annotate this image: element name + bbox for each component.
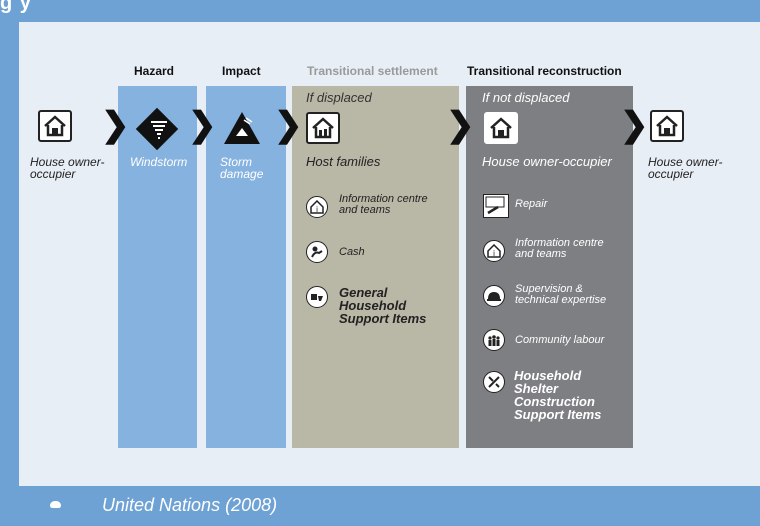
chevron-right-icon: ❯	[274, 106, 303, 144]
tools-icon	[483, 371, 505, 393]
impact-label: Storm damage	[220, 155, 264, 181]
host-family-house-icon	[306, 112, 340, 144]
household-items-icon	[306, 286, 328, 308]
chevron-right-icon: ❯	[101, 106, 130, 144]
reconstruction-item-repair: Repair	[515, 198, 548, 210]
svg-text:i: i	[493, 249, 495, 258]
house-icon	[484, 112, 518, 144]
top-banner: g y	[0, 0, 760, 22]
reconstruction-item-information: Information centre and teams	[515, 237, 604, 260]
information-icon: i	[483, 240, 505, 262]
header-hazard: Hazard	[134, 64, 175, 78]
banner-title-fragment: g y	[0, 0, 32, 14]
house-icon	[650, 110, 684, 142]
chevron-right-icon: ❯	[446, 106, 475, 144]
hazard-label: Windstorm	[130, 155, 188, 169]
end-house-label: House owner-occupier	[648, 155, 723, 181]
information-icon: i	[306, 196, 328, 218]
header-impact: Impact	[222, 64, 261, 78]
reconstruction-subtitle: If not displaced	[482, 90, 570, 105]
svg-text:i: i	[316, 205, 318, 214]
cash-icon	[306, 241, 328, 263]
reconstruction-item-community: Community labour	[515, 334, 605, 346]
impact-column	[206, 86, 286, 448]
cloud-icon	[50, 501, 61, 508]
chevron-right-icon: ❯	[188, 106, 217, 144]
reconstruction-house-label: House owner-occupier	[482, 154, 612, 169]
settlement-house-label: Host families	[306, 154, 381, 169]
header-transitional-settlement: Transitional settlement	[307, 64, 438, 78]
settlement-column	[292, 86, 459, 448]
settlement-item-cash: Cash	[339, 246, 365, 258]
repair-icon	[483, 194, 509, 218]
hardhat-icon	[483, 285, 505, 307]
header-transitional-reconstruction: Transitional reconstruction	[467, 64, 622, 78]
chevron-right-icon: ❯	[620, 106, 649, 144]
community-icon	[483, 329, 505, 351]
source-footer: United Nations (2008)	[0, 486, 760, 526]
settlement-item-household: General Household Support Items	[339, 285, 427, 326]
tornado-icon	[151, 121, 167, 139]
settlement-item-information: Information centre and teams	[339, 193, 428, 216]
settlement-subtitle: If displaced	[306, 90, 372, 105]
house-icon	[38, 110, 72, 142]
source-citation: United Nations (2008)	[102, 495, 278, 515]
reconstruction-item-shelter: Household Shelter Construction Support I…	[514, 368, 602, 422]
storm-damage-icon	[224, 112, 260, 144]
start-house-label: House owner-occupier	[30, 155, 105, 181]
reconstruction-item-supervision: Supervision & technical expertise	[515, 283, 607, 306]
